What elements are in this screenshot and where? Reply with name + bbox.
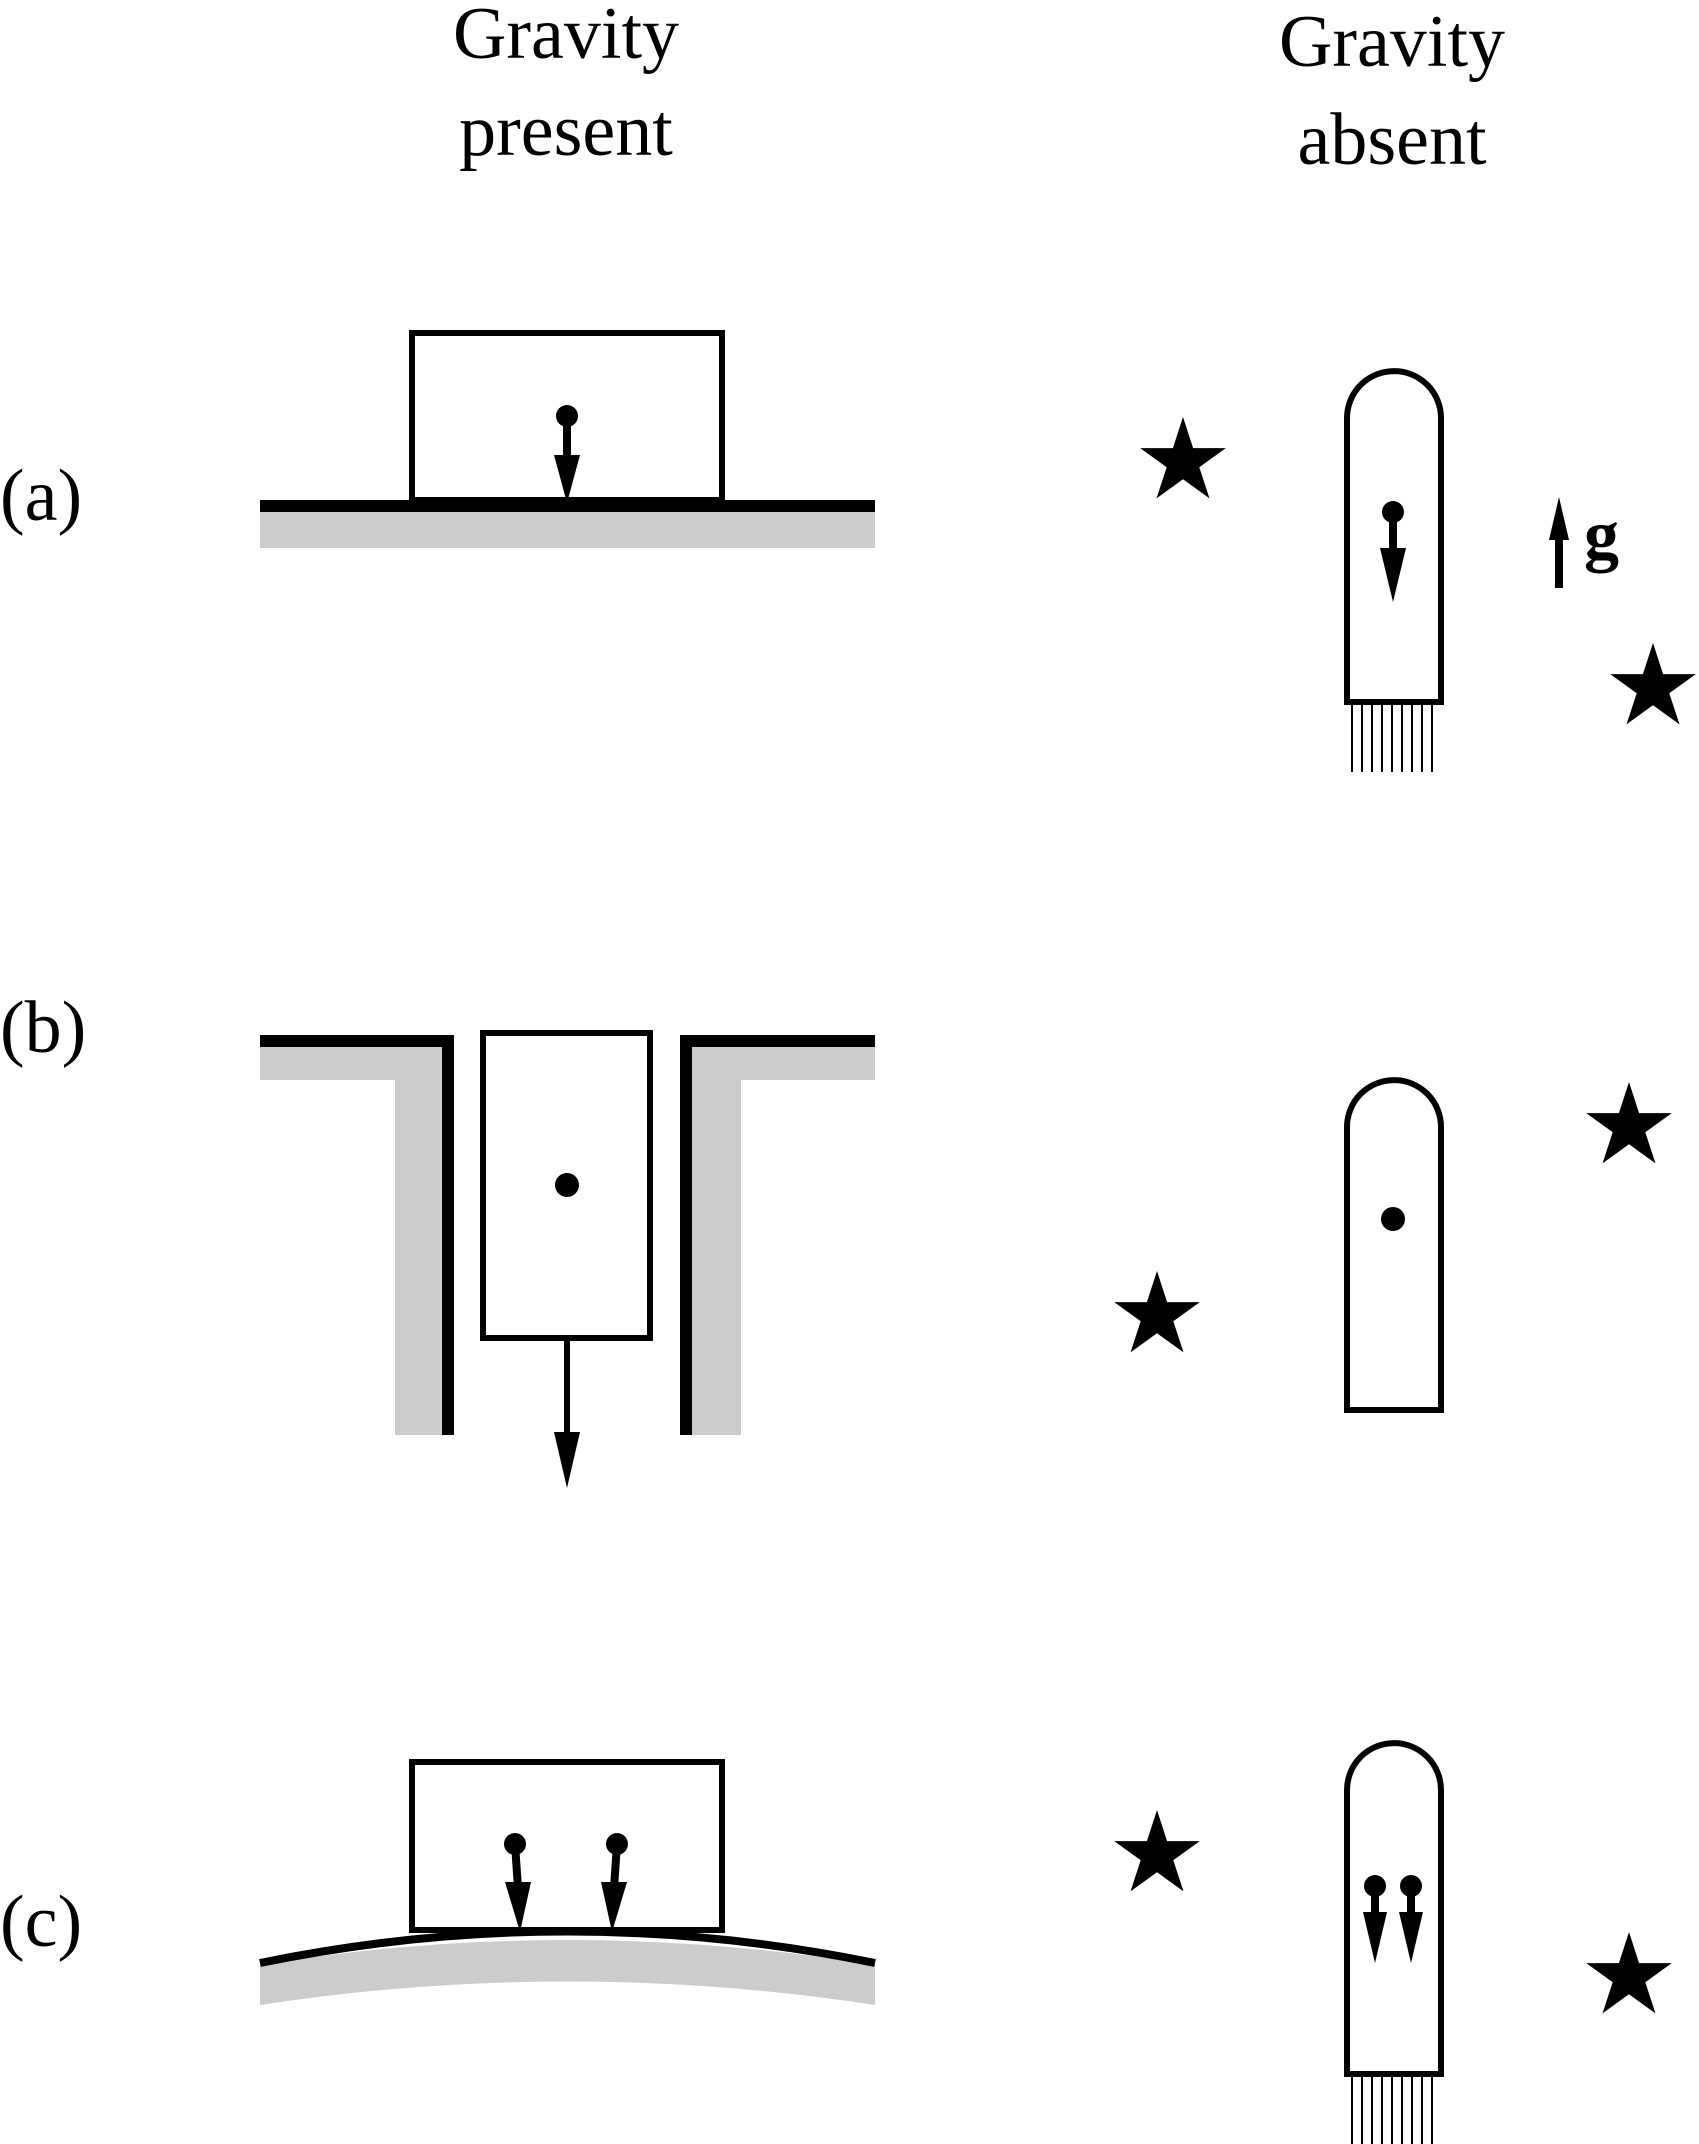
rocket-b bbox=[1344, 1077, 1444, 1413]
box-c bbox=[409, 1759, 725, 1933]
row-b-absent-scene bbox=[1114, 1077, 1672, 1413]
row-label-c: (c) bbox=[0, 1881, 82, 1963]
weight-arrow-c-2 bbox=[601, 1833, 628, 1932]
weight-arrow-rocket-c-2 bbox=[1399, 1875, 1423, 1963]
row-a-present-scene bbox=[260, 330, 875, 548]
weight-arrow-rocket-c-1 bbox=[1363, 1875, 1387, 1963]
shaft-right-wall bbox=[680, 1035, 875, 1435]
star-c-1 bbox=[1114, 1810, 1200, 1892]
row-label-b: (b) bbox=[0, 987, 86, 1069]
star-c-2 bbox=[1586, 1932, 1672, 2014]
row-label-a: (a) bbox=[0, 455, 82, 537]
star-a-2 bbox=[1610, 643, 1696, 725]
star-b-1 bbox=[1586, 1082, 1672, 1164]
gravity-vector-label: g bbox=[1584, 497, 1619, 574]
shaft-right-shade bbox=[682, 1044, 875, 1435]
row-b-present-scene bbox=[260, 1030, 875, 1488]
ground-shade-a bbox=[260, 505, 875, 548]
row-c-present-scene bbox=[259, 1759, 876, 2005]
header-absent-line1: Gravity bbox=[1279, 1, 1505, 83]
shaft-left-wall bbox=[260, 1035, 454, 1435]
star-b-2 bbox=[1114, 1271, 1200, 1353]
weight-arrow-rocket-a bbox=[1380, 501, 1406, 602]
acceleration-arrow-up bbox=[1549, 497, 1569, 588]
rocket-c bbox=[1344, 1740, 1444, 2077]
header-present-line1: Gravity bbox=[453, 0, 679, 75]
shaft-left-shade bbox=[260, 1044, 445, 1435]
header-absent-line2: absent bbox=[1297, 99, 1486, 181]
ground-shade-c bbox=[260, 1940, 875, 2005]
star-a-1 bbox=[1140, 417, 1226, 499]
mass-point-b bbox=[555, 1173, 579, 1197]
row-c-absent-scene bbox=[1114, 1740, 1672, 2144]
row-a-absent-scene: g bbox=[1140, 368, 1696, 772]
mass-point-rocket-b bbox=[1381, 1207, 1405, 1231]
rocket-exhaust-c bbox=[1351, 2077, 1433, 2144]
weight-arrow-c-1 bbox=[504, 1833, 531, 1932]
header-present-line2: present bbox=[459, 90, 673, 172]
rocket-exhaust-a bbox=[1351, 705, 1433, 772]
weight-arrow-a bbox=[554, 405, 580, 503]
fall-arrow-b bbox=[554, 1338, 580, 1488]
